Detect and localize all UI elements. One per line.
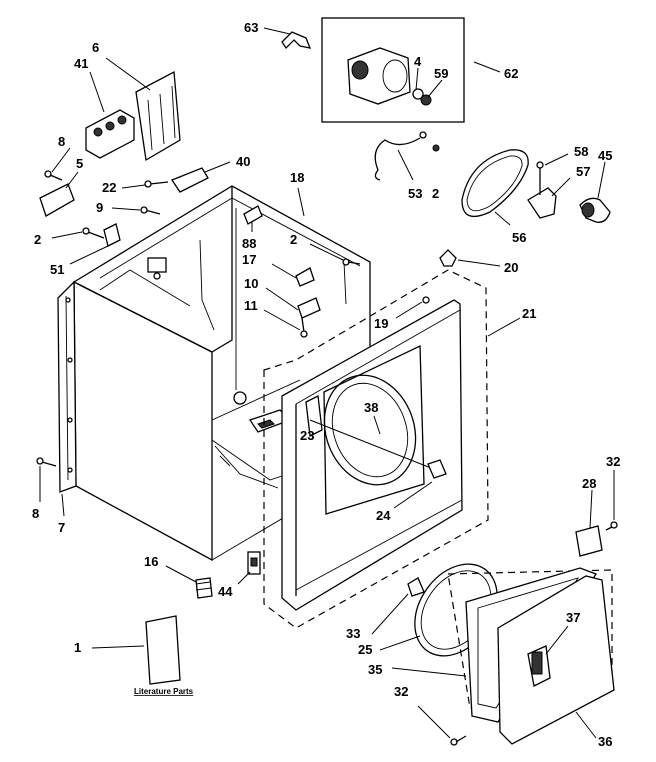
part-label-62: 62 [504, 66, 518, 81]
part-label-33: 33 [346, 626, 360, 641]
literature-booklet [91, 615, 181, 685]
part-label-57: 57 [576, 164, 590, 179]
part-label-56: 56 [512, 230, 526, 245]
part-label-18: 18 [290, 170, 304, 185]
part-label-32b: 32 [394, 684, 408, 699]
part-label-4: 4 [414, 54, 422, 69]
part-label-21: 21 [522, 306, 536, 321]
part-label-58: 58 [574, 144, 588, 159]
part-label-11: 11 [244, 298, 258, 313]
part-label-1: 1 [74, 640, 81, 655]
wire-harness [374, 131, 440, 181]
part-label-6: 6 [92, 40, 99, 55]
motor-assembly [321, 17, 465, 123]
terminal-block-parts [85, 57, 181, 162]
side-panel [57, 280, 77, 517]
drive-belt [461, 149, 529, 226]
part-label-25: 25 [358, 642, 372, 657]
part-label-45: 45 [598, 148, 612, 163]
part-label-35: 35 [368, 662, 382, 677]
bracket-5 [39, 147, 79, 217]
part-label-44: 44 [218, 584, 233, 599]
part-label-24: 24 [376, 508, 391, 523]
part-label-36: 36 [598, 734, 612, 749]
part-label-23: 23 [300, 428, 314, 443]
part-label-5: 5 [76, 156, 83, 171]
part-label-41: 41 [74, 56, 88, 71]
literature-parts-caption: Literature Parts [134, 687, 194, 696]
stud-20 [439, 249, 501, 267]
door-assembly [371, 470, 618, 746]
part-label-40: 40 [236, 154, 250, 169]
part-label-2c: 2 [432, 186, 439, 201]
part-label-63: 63 [244, 20, 258, 35]
part-label-20: 20 [504, 260, 518, 275]
idler-pulley [579, 161, 611, 223]
part-label-10: 10 [244, 276, 258, 291]
part-label-7: 7 [58, 520, 65, 535]
part-label-2b: 2 [290, 232, 297, 247]
thermostat-40 [171, 161, 231, 193]
screw-22 [121, 180, 169, 189]
part-label-19: 19 [374, 316, 388, 331]
motor-bracket [263, 27, 312, 50]
part-label-37: 37 [566, 610, 580, 625]
part-label-59: 59 [434, 66, 448, 81]
foot-pad-44 [237, 551, 261, 585]
part-label-9: 9 [96, 200, 103, 215]
part-label-2a: 2 [34, 232, 41, 247]
part-label-28: 28 [582, 476, 596, 491]
screw-9 [111, 206, 161, 215]
part-label-38: 38 [364, 400, 378, 415]
screw-2a [51, 223, 121, 265]
front-panel-assembly [263, 269, 521, 629]
part-label-8b: 8 [32, 506, 39, 521]
part-label-22: 22 [102, 180, 116, 195]
rear-clips [243, 187, 361, 338]
part-label-51: 51 [50, 262, 64, 277]
leveling-leg [165, 565, 213, 599]
part-label-8a: 8 [58, 134, 65, 149]
screw-8b [36, 457, 57, 502]
part-label-17: 17 [242, 252, 256, 267]
part-label-53: 53 [408, 186, 422, 201]
part-label-16: 16 [144, 554, 158, 569]
idler-bracket [527, 153, 571, 219]
part-label-32a: 32 [606, 454, 620, 469]
part-label-88: 88 [242, 236, 256, 251]
